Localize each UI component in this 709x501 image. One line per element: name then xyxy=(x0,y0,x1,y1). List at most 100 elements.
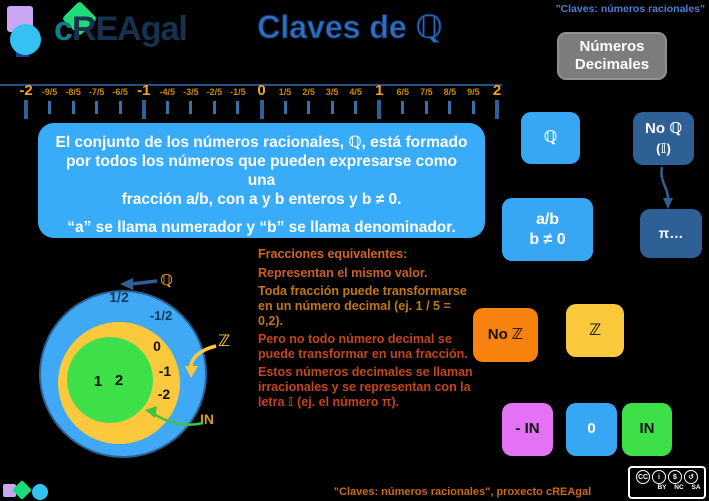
b-not-zero-label: b ≠ 0 xyxy=(529,230,566,248)
decimales-label-line1: Números xyxy=(579,38,645,55)
venn-value-neg2: -2 xyxy=(157,386,171,402)
number-line-tick xyxy=(236,101,240,114)
cc-icon-i: i xyxy=(652,470,666,484)
number-line-label: 1/5 xyxy=(278,87,292,97)
notes-block: Fracciones equivalentes: Representan el … xyxy=(258,247,474,413)
cc-label-nc: NC xyxy=(674,484,684,491)
number-line-tick xyxy=(495,100,499,119)
number-line-label: -9/5 xyxy=(41,87,58,97)
number-line-tick xyxy=(189,101,193,114)
q-set-button[interactable]: ℚ xyxy=(521,112,580,164)
irrational-symbol: (𝕀) xyxy=(656,140,671,156)
venn-value-neg-half: -1/2 xyxy=(149,308,173,323)
notes-para3: Pero no todo número decimal se puede tra… xyxy=(258,332,468,361)
number-line-tick xyxy=(24,100,28,119)
definition-line-1: El conjunto de los números racionales, ℚ… xyxy=(55,134,468,151)
number-line-tick xyxy=(307,101,311,114)
cc-icon-x: ↺ xyxy=(684,470,698,484)
number-line-label: -2/5 xyxy=(206,87,223,97)
number-line-tick xyxy=(377,100,382,119)
number-line-tick xyxy=(424,101,428,114)
number-line-label: 9/5 xyxy=(467,87,480,97)
notes-para2: Toda fracción puede transformarse en un … xyxy=(258,284,467,328)
venn-value-two: 2 xyxy=(114,372,124,389)
number-line-label: -4/5 xyxy=(159,87,176,97)
number-line-tick xyxy=(448,101,452,114)
number-line-tick xyxy=(71,101,75,114)
number-line-label: -8/5 xyxy=(65,87,81,97)
venn-q-label: ℚ xyxy=(160,272,173,289)
number-line-rule xyxy=(0,84,502,86)
venn-n-label: IN xyxy=(200,411,214,427)
number-line-label: 0 xyxy=(257,82,266,99)
ab-label: a/b xyxy=(535,210,560,228)
number-line-label: -6/5 xyxy=(112,87,128,97)
number-line-label: 4/5 xyxy=(349,87,362,97)
definition-line-2: por todos los números que pueden expresa… xyxy=(65,152,458,189)
notes-line1: Representan el mismo valor. xyxy=(258,265,428,280)
footer-caption: "Claves: números racionales", proxecto c… xyxy=(333,486,592,498)
number-line-tick xyxy=(212,101,216,114)
negative-n-set-button[interactable]: - IN xyxy=(502,403,553,456)
pi-button[interactable]: π… xyxy=(640,209,702,258)
no-q-label: No ℚ xyxy=(645,120,682,137)
zero-set-button[interactable]: 0 xyxy=(566,403,617,456)
logo-creagal: cREAgal xyxy=(54,10,188,49)
logo-letter-c: c xyxy=(54,10,73,48)
pi-label: π… xyxy=(658,224,684,241)
cc-label-by: BY xyxy=(657,484,667,491)
q-set-label: ℚ xyxy=(543,129,558,146)
number-line-label: 2/5 xyxy=(302,87,315,97)
logo-rest: REAgal xyxy=(71,10,188,48)
number-line-label: 6/5 xyxy=(396,87,410,97)
number-line-label: 3/5 xyxy=(325,87,339,97)
fraction-ab-button[interactable]: a/b b ≠ 0 xyxy=(502,198,593,261)
cc-icon-x: $ xyxy=(668,470,682,484)
cc-icon-cc: CC xyxy=(636,470,650,484)
page-title: Claves de ℚ xyxy=(257,9,444,46)
decimales-label-line2: Decimales xyxy=(574,56,650,73)
logo-cyan-circle xyxy=(10,24,41,55)
numerator-denominator-note: “a” se llama numerador y “b” se llama de… xyxy=(67,218,456,236)
no-q-set-button[interactable]: No ℚ (𝕀) xyxy=(633,112,694,165)
venn-value-one: 1 xyxy=(93,373,103,390)
venn-value-zero: 0 xyxy=(153,338,161,354)
number-line-label: -7/5 xyxy=(88,87,105,97)
n-label: IN xyxy=(639,420,655,438)
number-line-tick xyxy=(141,100,146,119)
number-line-label: -1/5 xyxy=(230,87,246,97)
venn-z-label: ℤ xyxy=(218,333,231,350)
no-z-label: No ℤ xyxy=(487,325,524,343)
footer-cyan-circle xyxy=(32,484,48,500)
n-set-button[interactable]: IN xyxy=(622,403,672,456)
number-line-label: -3/5 xyxy=(183,87,199,97)
notes-para4: Estos números decimales se llaman irraci… xyxy=(258,365,473,409)
number-line-label: 2 xyxy=(492,82,502,99)
z-label: ℤ xyxy=(588,321,602,339)
number-line-tick xyxy=(95,101,99,114)
no-z-set-button[interactable]: No ℤ xyxy=(473,308,538,362)
z-set-button[interactable]: ℤ xyxy=(566,304,624,357)
footer-purple-square xyxy=(3,484,16,497)
numeros-decimales-button[interactable]: Números Decimales xyxy=(557,32,667,80)
number-line-label: 8/5 xyxy=(443,87,457,97)
rational-definition-box: El conjunto de los números racionales, ℚ… xyxy=(38,123,485,238)
number-line-tick xyxy=(165,101,169,114)
venn-natural-circle xyxy=(67,337,153,423)
negative-n-label: - IN xyxy=(515,420,540,438)
number-line-label: -1 xyxy=(137,82,151,99)
definition-line-3: fracción a/b, con a y b enteros y b ≠ 0. xyxy=(121,190,402,208)
number-line-tick xyxy=(48,101,52,114)
number-line-tick xyxy=(259,100,264,119)
venn-value-half: 1/2 xyxy=(109,289,129,305)
number-line-tick xyxy=(354,101,358,114)
zero-label: 0 xyxy=(587,420,596,438)
number-line-label: 1 xyxy=(375,82,384,99)
number-line-tick xyxy=(330,101,334,114)
number-line-tick xyxy=(118,101,122,114)
number-line-label: 7/5 xyxy=(420,87,433,97)
